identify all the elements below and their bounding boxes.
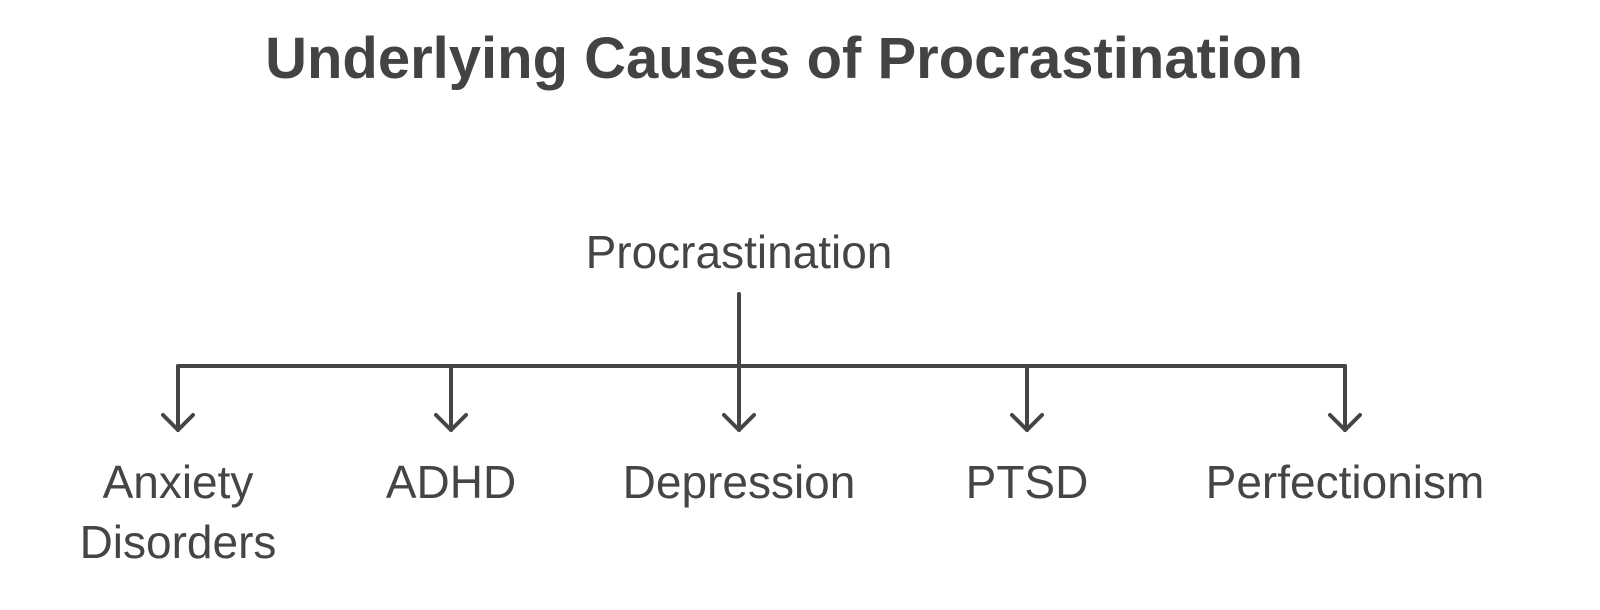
root-node-label: Procrastination [585, 226, 893, 278]
branch-arrow-anxiety [161, 364, 195, 432]
arrow-head-icon [1010, 413, 1044, 432]
diagram-title: Underlying Causes of Procrastination [265, 26, 1303, 91]
arrow-head-icon [722, 413, 756, 432]
arrow-head-icon [1328, 413, 1362, 432]
branch-arrow-adhd [434, 364, 468, 432]
child-node-depression: Depression [589, 452, 889, 512]
child-label-line: Perfectionism [1205, 456, 1485, 508]
child-label-line: ADHD [385, 456, 517, 508]
child-node-ptsd: PTSD [877, 452, 1177, 512]
child-node-perfectionism: Perfectionism [1195, 452, 1495, 512]
child-label-line: PTSD [965, 456, 1089, 508]
child-label-line: Anxiety [102, 456, 254, 508]
branch-arrows [161, 364, 1362, 432]
branch-arrow-ptsd [1010, 364, 1044, 432]
arrow-head-icon [161, 413, 195, 432]
child-node-adhd: ADHD [301, 452, 601, 512]
branch-arrow-perfectionism [1328, 364, 1362, 432]
child-label-line: Depression [622, 456, 856, 508]
child-node-anxiety-disorders: Anxiety Disorders [28, 452, 328, 572]
child-label-line: Disorders [79, 516, 277, 568]
branch-arrow-depression [722, 364, 756, 432]
arrow-head-icon [434, 413, 468, 432]
